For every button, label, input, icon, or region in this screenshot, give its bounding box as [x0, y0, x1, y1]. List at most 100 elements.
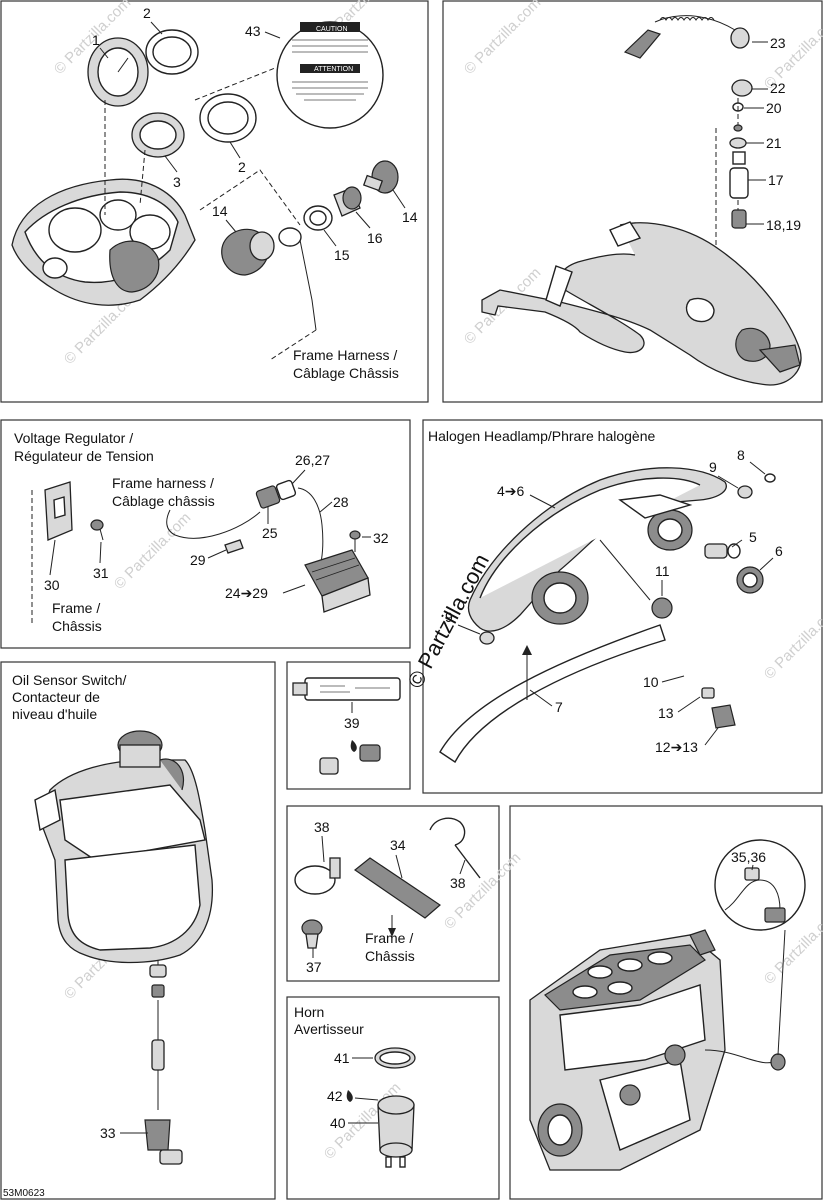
panel-title: Voltage Regulator / — [14, 430, 133, 446]
leader-dash — [194, 67, 276, 101]
frame-label-fr: Châssis — [52, 618, 102, 634]
key-cap-22 — [731, 79, 753, 97]
callout-leader — [457, 624, 481, 635]
callout: 12➔13 — [655, 739, 698, 755]
callout-leader — [321, 835, 325, 863]
caution-sticker: CAUTION ATTENTION — [276, 21, 384, 129]
panel-frame-headlamp — [422, 419, 823, 794]
callout-leader — [150, 21, 163, 35]
frame-harness-label: Frame harness / — [112, 475, 214, 491]
lanyard-key-14 — [362, 160, 399, 194]
drop-icon — [346, 1090, 353, 1102]
connector-35-36 — [714, 839, 806, 931]
diagram-code: 53M0623 — [3, 1188, 45, 1199]
callout-leader — [354, 1097, 379, 1101]
callout-leader — [751, 864, 754, 871]
drop-icon — [350, 740, 357, 752]
panel-title: Oil Sensor Switch/ — [12, 672, 126, 688]
clip-29 — [224, 539, 244, 554]
callout-leader — [717, 475, 739, 489]
leader-dash — [199, 169, 301, 226]
callout: 31 — [93, 565, 109, 581]
panel-title-fr: Régulateur de Tension — [14, 448, 154, 464]
callout: 16 — [367, 230, 383, 246]
watermark: © Partzilla.com — [441, 849, 524, 932]
callout: 5 — [749, 529, 757, 545]
callout: 25 — [262, 525, 278, 541]
callout: 28 — [333, 494, 349, 510]
nut-9-top — [737, 485, 753, 499]
callout: 9 — [445, 609, 453, 625]
gauge-lens — [131, 112, 185, 158]
engine-sensor-connector — [770, 1053, 786, 1071]
watermark: © Partzilla.com — [761, 599, 823, 682]
callout-leader — [392, 189, 406, 209]
connector-pair-39 — [319, 740, 381, 775]
callout: 37 — [306, 959, 322, 975]
grommet-11 — [651, 597, 673, 619]
callout-leader — [225, 219, 237, 233]
nut-15 — [303, 205, 333, 231]
callout: 24➔29 — [225, 585, 268, 601]
callout: 40 — [330, 1115, 346, 1131]
callout: 9 — [709, 459, 717, 475]
callout: 34 — [390, 837, 406, 853]
callout: 6 — [775, 543, 783, 559]
callout: 8 — [737, 447, 745, 463]
sealant-tube — [292, 677, 401, 701]
caution-title: CAUTION — [316, 26, 348, 33]
watermark: © Partzilla.com — [111, 509, 194, 592]
cap-16 — [333, 186, 362, 217]
cable-tie-38 — [429, 817, 481, 879]
callout: 11 — [655, 563, 670, 579]
frame-harness-label: Frame Harness / — [293, 347, 397, 363]
bulb-5 — [704, 543, 741, 559]
callout: 32 — [373, 530, 389, 546]
callout: 26,27 — [295, 452, 330, 468]
callout-leader — [704, 727, 719, 746]
key-switch-body — [221, 228, 275, 276]
lanyard-cord — [623, 15, 750, 59]
nut-9-bottom — [479, 631, 495, 645]
callout-leader — [661, 675, 685, 683]
regulator-wire — [297, 487, 324, 566]
screw-32 — [349, 530, 361, 552]
panel-frame-engine — [509, 805, 823, 1200]
callout-leader — [323, 229, 337, 247]
callout-leader — [759, 557, 774, 571]
callout: 39 — [344, 715, 360, 731]
gauge-ring-top — [145, 29, 199, 75]
callout-leader — [207, 549, 227, 559]
panel-frame-ties — [286, 805, 500, 982]
frame-label: Frame / — [365, 930, 413, 946]
leader-line — [777, 929, 786, 1056]
callout-leader — [677, 696, 701, 713]
oil-tank — [34, 730, 214, 964]
velcro-strip-34 — [353, 857, 441, 919]
screw-8 — [764, 473, 776, 483]
callout-leader — [264, 31, 281, 39]
callout: 1 — [92, 32, 100, 48]
callout-leader — [229, 141, 241, 159]
panel-frame-horn — [286, 996, 500, 1200]
callout: 10 — [643, 674, 659, 690]
callout: 33 — [100, 1125, 116, 1141]
callout: 22 — [770, 80, 786, 96]
gauge-ring-lower — [199, 93, 257, 143]
callout-leader — [529, 494, 556, 509]
callout: 30 — [44, 577, 60, 593]
callout-leader — [459, 859, 466, 875]
callout: 3 — [173, 174, 181, 190]
arrow-head — [522, 645, 532, 655]
callout: 14 — [212, 203, 228, 219]
horn-ring-41 — [374, 1047, 416, 1069]
regulator-module — [304, 549, 371, 613]
callout-leader — [99, 541, 102, 564]
hose-clip-38 — [294, 857, 341, 895]
arrow-head — [388, 928, 396, 937]
connector-18-19 — [731, 209, 747, 229]
callout-leader — [291, 469, 306, 485]
panel-title-3: niveau d'huile — [12, 706, 97, 722]
callout: 38 — [450, 875, 466, 891]
